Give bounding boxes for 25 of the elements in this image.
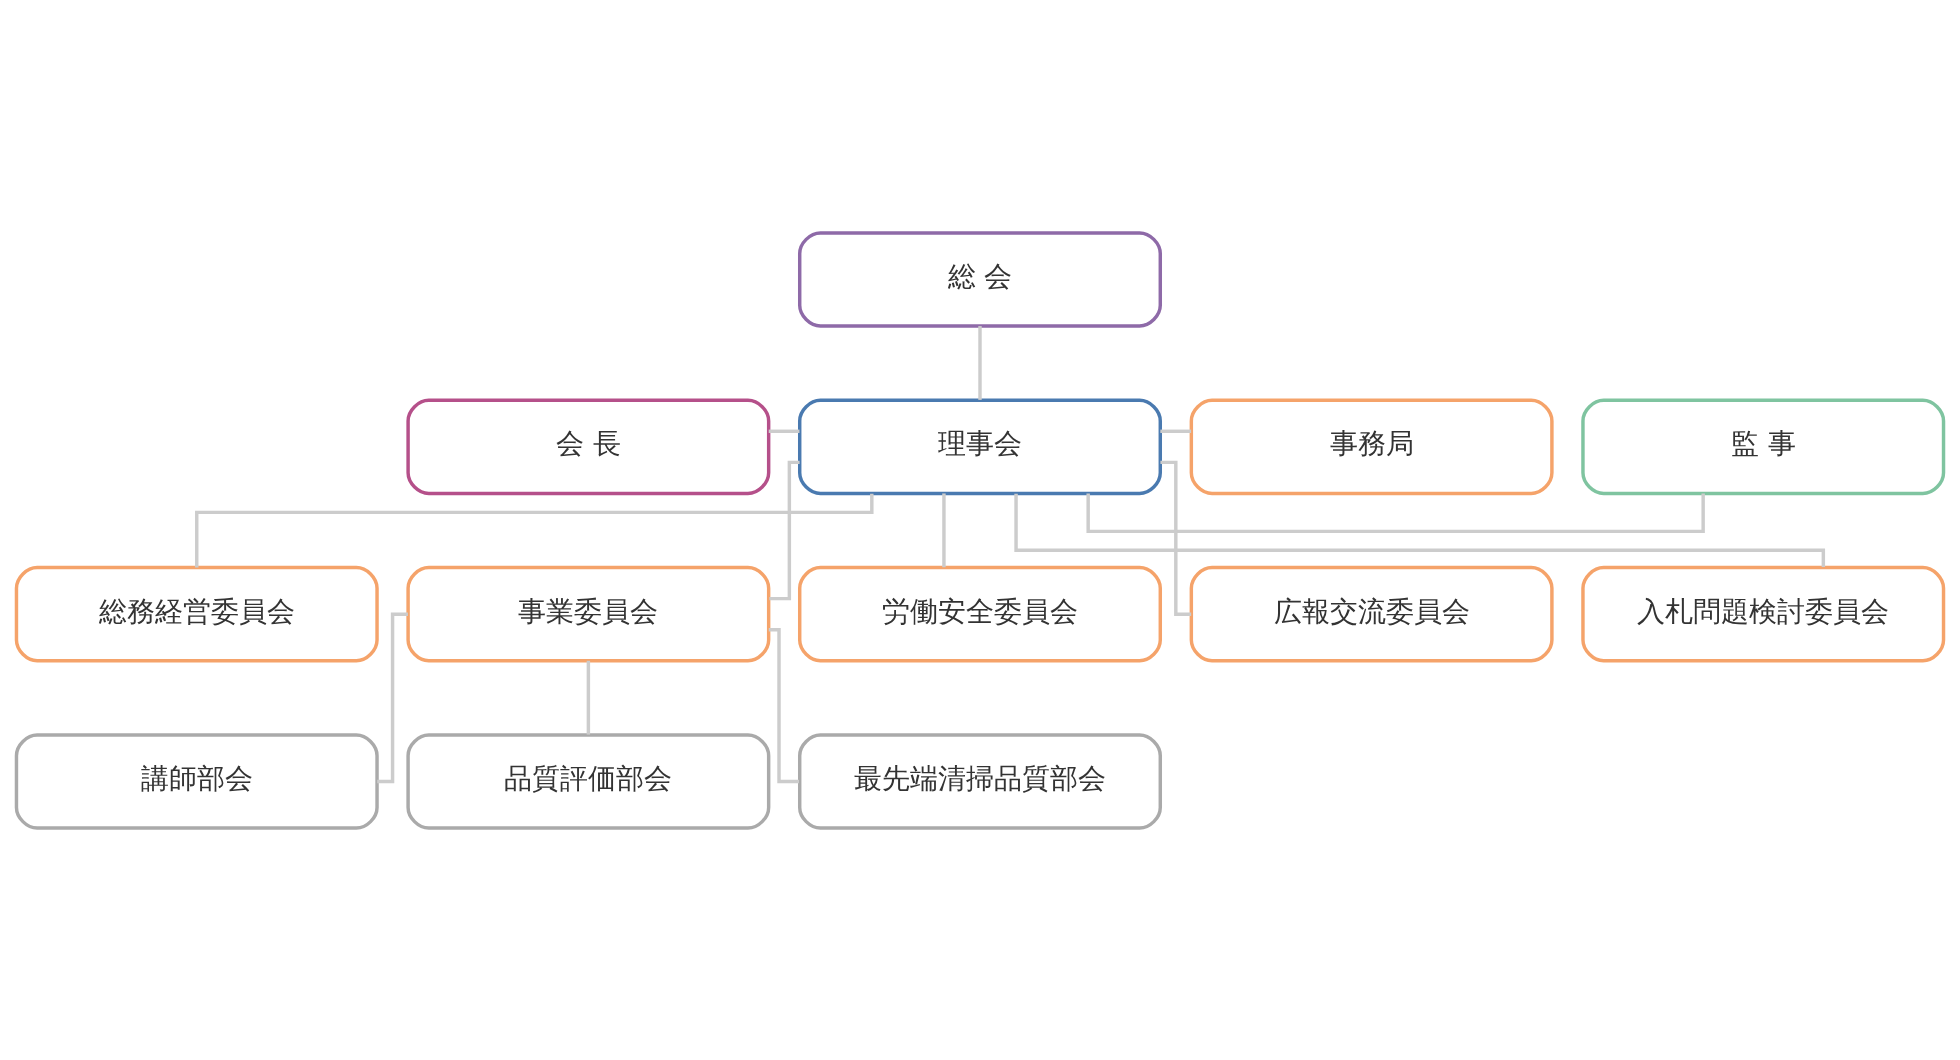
connector bbox=[195, 493, 874, 567]
node-box: 会 長 bbox=[406, 398, 771, 495]
node-box: 最先端清掃品質部会 bbox=[798, 732, 1162, 830]
connector bbox=[768, 429, 800, 433]
node-box: 理事会 bbox=[798, 398, 1162, 495]
connector bbox=[769, 460, 800, 600]
node-box: 事業委員会 bbox=[406, 565, 771, 662]
node-box: 事務局 bbox=[1189, 398, 1554, 495]
connector bbox=[1160, 460, 1192, 616]
connector bbox=[586, 660, 591, 735]
connector bbox=[942, 492, 946, 567]
connector bbox=[1086, 493, 1705, 533]
node-box: 総 会 bbox=[798, 230, 1162, 328]
node-box: 品質評価部会 bbox=[406, 732, 771, 830]
connector bbox=[768, 627, 800, 783]
node-box: 労働安全委員会 bbox=[798, 565, 1162, 662]
node-box: 監 事 bbox=[1581, 398, 1946, 495]
node-box: 入札問題検討委員会 bbox=[1581, 565, 1946, 662]
connector bbox=[978, 325, 982, 400]
node-box: 講師部会 bbox=[14, 732, 379, 830]
node-box: 広報交流委員会 bbox=[1189, 565, 1554, 662]
connector bbox=[1014, 493, 1826, 567]
node-box: 総務経営委員会 bbox=[14, 565, 379, 662]
connector bbox=[1160, 429, 1192, 433]
connector bbox=[377, 611, 408, 783]
